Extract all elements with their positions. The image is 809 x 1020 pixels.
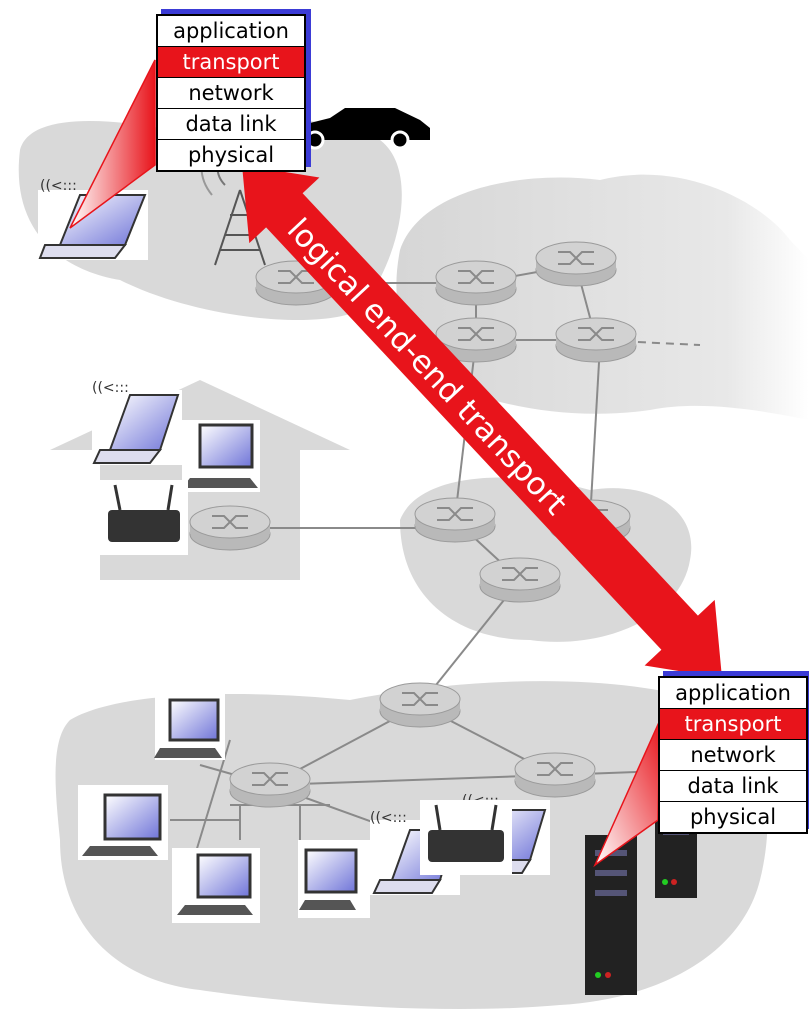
laptop-icon: ((<::: <box>92 380 182 465</box>
logical-transport-arrow <box>242 165 722 678</box>
layer-transport: transport <box>158 47 304 78</box>
layer-network: network <box>158 78 304 109</box>
layer-transport: transport <box>660 709 806 740</box>
server-icon <box>585 835 637 995</box>
svg-text:((<:::: ((<::: <box>92 380 129 396</box>
desktop-icon <box>182 420 260 492</box>
desktop-icon <box>172 848 260 923</box>
source-protocol-stack: application transport network data link … <box>156 14 306 172</box>
desktop-icon <box>154 690 225 760</box>
layer-data-link: data link <box>660 771 806 802</box>
layer-application: application <box>660 678 806 709</box>
desktop-icon <box>298 840 370 918</box>
wireless-router-icon <box>420 800 512 875</box>
desktop-icon <box>78 785 168 860</box>
svg-text:((<:::: ((<::: <box>370 810 407 826</box>
layer-physical: physical <box>158 140 304 170</box>
car-icon <box>290 108 430 150</box>
svg-text:((<:::: ((<::: <box>40 178 77 194</box>
dest-protocol-stack: application transport network data link … <box>658 676 808 834</box>
layer-data-link: data link <box>158 109 304 140</box>
layer-application: application <box>158 16 304 47</box>
laptop-icon: ((<::: <box>38 178 148 260</box>
wireless-router-icon <box>100 480 188 555</box>
layer-network: network <box>660 740 806 771</box>
layer-physical: physical <box>660 802 806 832</box>
source-stack-callout <box>69 59 156 229</box>
